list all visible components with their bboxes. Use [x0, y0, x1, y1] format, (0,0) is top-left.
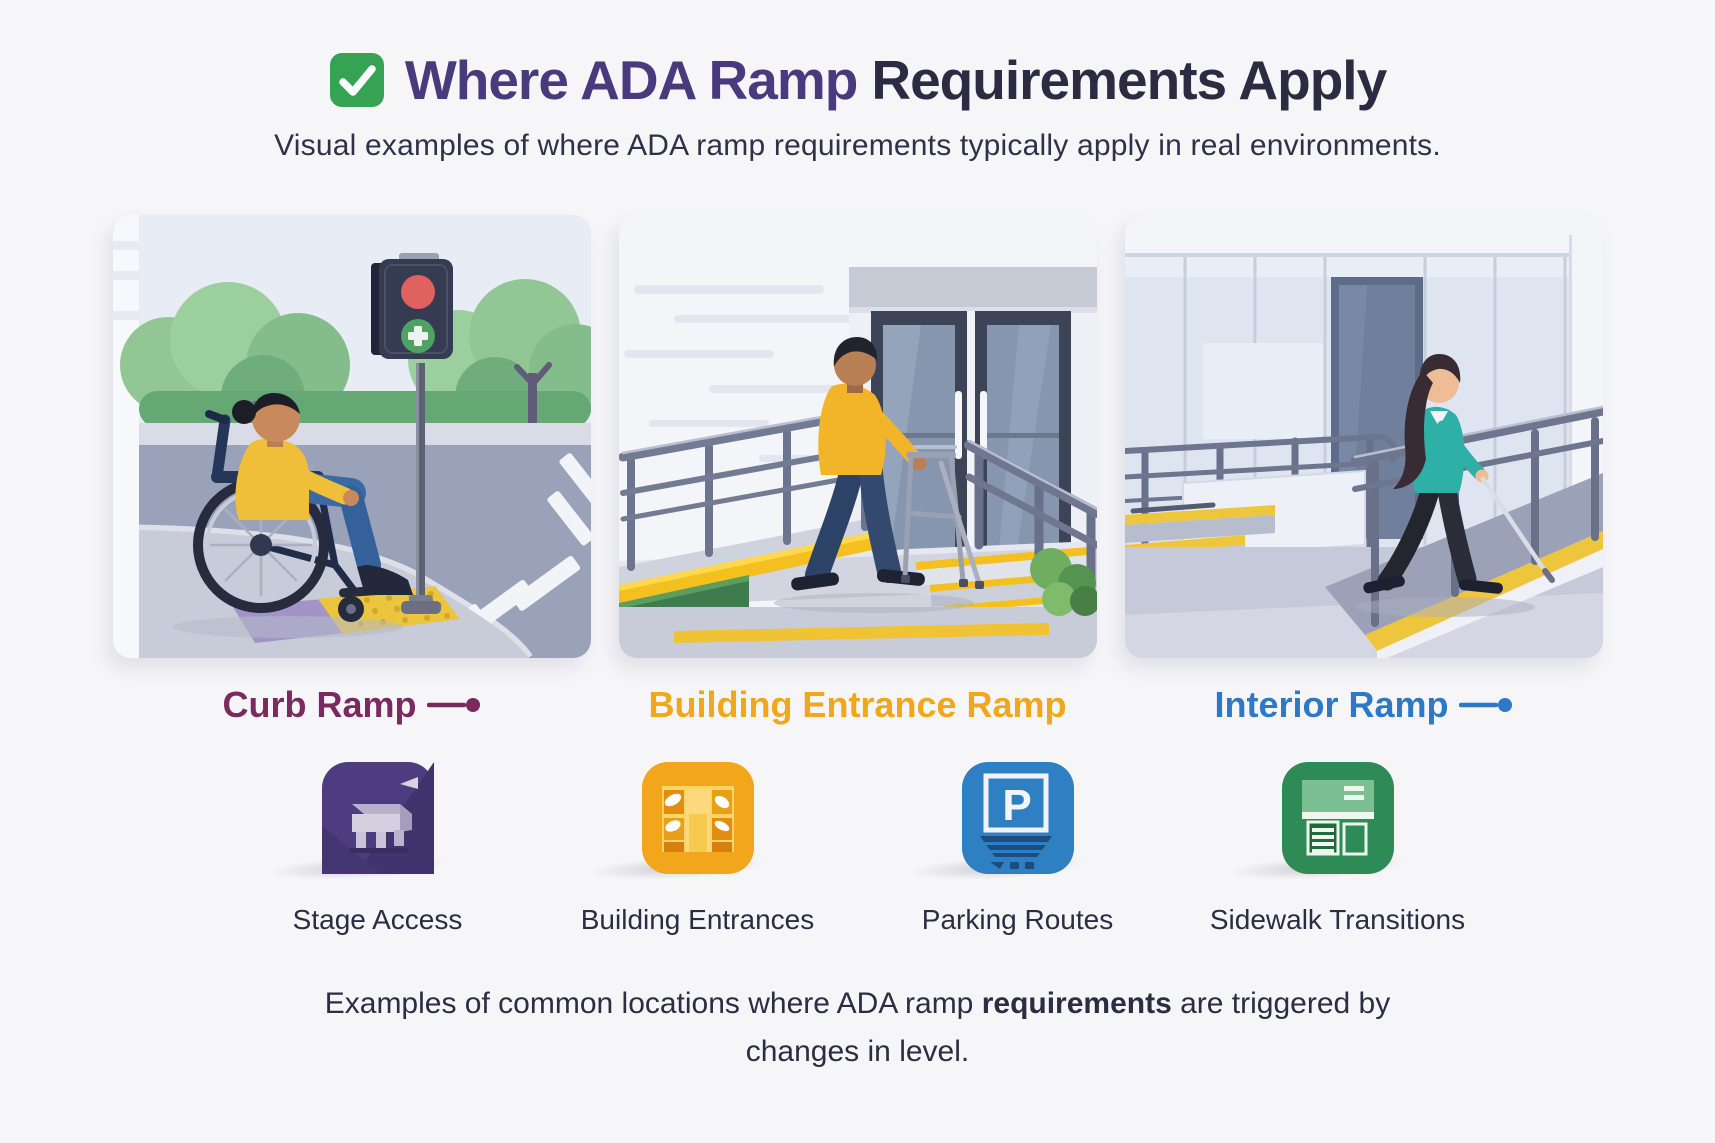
sidewalk-transitions-icon [1281, 761, 1394, 874]
line-dot-pointer-icon [426, 697, 480, 712]
building-entrance-scene [618, 214, 1097, 658]
right-railing [963, 439, 1097, 611]
title-accent: Where ADA Ramp [404, 49, 859, 111]
illustration-panels [0, 214, 1715, 658]
caption-line-1: Examples of common locations where ADA r… [0, 980, 1715, 1028]
pavement [618, 606, 1097, 658]
location-sidewalk-transitions: Sidewalk Transitions [1188, 761, 1488, 936]
curb-ramp-scene [112, 214, 591, 658]
caption-pre: Examples of common locations where ADA r… [324, 986, 982, 1020]
interior-ramp-scene [1124, 214, 1603, 658]
bush [1029, 547, 1097, 616]
caption-emphasis: requirements [981, 986, 1172, 1020]
interior-ramp-illustration [1124, 214, 1603, 658]
curb-ramp-label-text: Curb Ramp [222, 683, 417, 725]
curb-ramp-label: Curb Ramp [113, 684, 591, 726]
building-entrance-label: Building Entrance Ramp [619, 684, 1097, 726]
subtitle: Visual examples of where ADA ramp requir… [274, 128, 1441, 162]
cane-user [1354, 353, 1555, 617]
wall-strip [112, 214, 139, 658]
building-entrances-label: Building Entrances [580, 903, 815, 935]
pedestrian-signal [370, 252, 453, 614]
line-dot-pointer-icon [1458, 697, 1512, 712]
interior-ramp-label: Interior Ramp [1125, 684, 1603, 726]
far-sidewalk [138, 422, 591, 447]
panel-labels: Curb Ramp Building Entrance Ramp Interio… [0, 684, 1715, 726]
location-building-entrances: Building Entrances [548, 761, 848, 936]
title-rest: Requirements Apply [871, 49, 1387, 111]
wheelchair-user [172, 392, 413, 638]
sidewalk-transitions-label: Sidewalk Transitions [1209, 903, 1466, 935]
white-cane [1480, 476, 1547, 573]
parking-p-glyph: P [1002, 781, 1031, 830]
location-icons-row: Stage Access [0, 761, 1715, 936]
location-stage-access: Stage Access [228, 761, 528, 936]
caption: Examples of common locations where ADA r… [0, 980, 1715, 1076]
check-icon [329, 52, 385, 108]
caption-post: are triggered by [1171, 986, 1391, 1020]
interior-ramp-label-text: Interior Ramp [1214, 683, 1449, 725]
stage-access-icon [321, 761, 434, 874]
parking-routes-label: Parking Routes [921, 903, 1114, 935]
curb-ramp-illustration [112, 214, 591, 658]
walker-user [773, 336, 984, 613]
building-entrance-label-text: Building Entrance Ramp [648, 683, 1067, 725]
wall-streaks [623, 284, 884, 462]
stage-access-label: Stage Access [292, 903, 463, 935]
location-parking-routes: P Parking Routes [868, 761, 1168, 936]
building-entrance-illustration [618, 214, 1097, 658]
building-entrances-icon [641, 761, 754, 874]
walker [902, 444, 981, 585]
parking-routes-icon: P [961, 761, 1074, 874]
caption-line-2: changes in level. [745, 1034, 970, 1068]
